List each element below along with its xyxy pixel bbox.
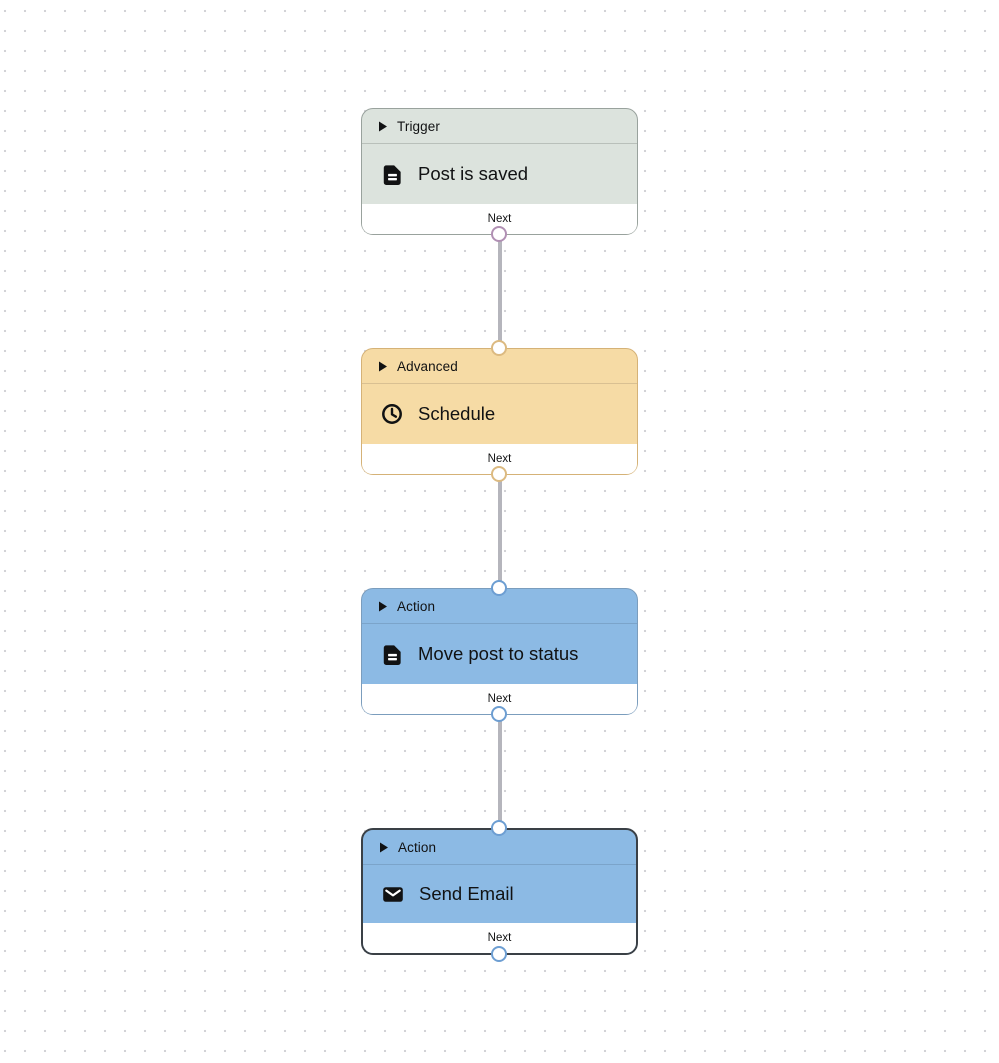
next-label: Next [487, 932, 512, 944]
workflow-node-trigger[interactable]: Trigger Post is saved Next [361, 108, 638, 235]
node-body: Send Email [363, 865, 636, 923]
output-port-send-email[interactable] [491, 946, 507, 962]
node-category: Action [397, 598, 436, 614]
node-header: Trigger [362, 109, 637, 144]
next-label: Next [487, 453, 512, 465]
node-label: Move post to status [418, 643, 579, 664]
workflow-node-send-email[interactable]: Action Send Email Next [361, 828, 638, 955]
collapse-triangle-icon[interactable] [378, 361, 388, 372]
edge-action-to-action[interactable] [498, 715, 502, 828]
node-label: Send Email [419, 883, 514, 904]
document-icon [380, 642, 404, 666]
next-label: Next [487, 693, 512, 705]
node-header: Action [363, 830, 636, 865]
node-body: Schedule [362, 384, 637, 444]
node-next-slot: Next [363, 923, 636, 953]
node-body: Move post to status [362, 624, 637, 684]
output-port-schedule[interactable] [491, 466, 507, 482]
workflow-node-schedule[interactable]: Advanced Schedule Next [361, 348, 638, 475]
node-header: Action [362, 589, 637, 624]
mail-icon [381, 882, 405, 906]
collapse-triangle-icon[interactable] [379, 842, 389, 853]
node-category: Advanced [397, 358, 458, 374]
node-body: Post is saved [362, 144, 637, 204]
input-port-schedule[interactable] [491, 340, 507, 356]
collapse-triangle-icon[interactable] [378, 121, 388, 132]
document-icon [380, 162, 404, 186]
edge-advanced-to-action[interactable] [498, 475, 502, 588]
output-port-trigger[interactable] [491, 226, 507, 242]
input-port-send-email[interactable] [491, 820, 507, 836]
node-category: Trigger [397, 118, 440, 134]
output-port-move-post[interactable] [491, 706, 507, 722]
collapse-triangle-icon[interactable] [378, 601, 388, 612]
node-label: Post is saved [418, 163, 529, 184]
next-label: Next [487, 213, 512, 225]
input-port-move-post[interactable] [491, 580, 507, 596]
node-label: Schedule [418, 403, 496, 424]
clock-icon [380, 402, 404, 426]
node-category: Action [398, 839, 437, 855]
workflow-node-move-post-to-status[interactable]: Action Move post to status Next [361, 588, 638, 715]
edge-trigger-to-advanced[interactable] [498, 235, 502, 348]
node-header: Advanced [362, 349, 637, 384]
